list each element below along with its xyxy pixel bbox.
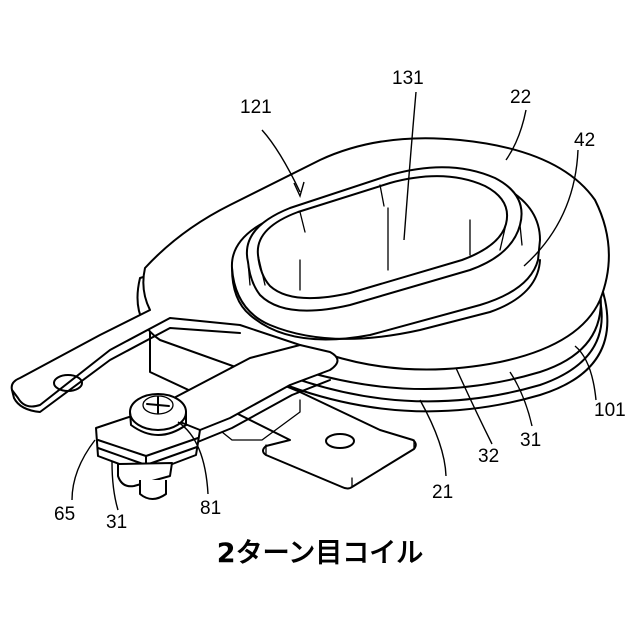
ref-81: 81 xyxy=(200,498,221,519)
ref-131: 131 xyxy=(392,68,424,89)
figure-caption: 2ターン目コイル xyxy=(0,531,640,570)
ref-32: 32 xyxy=(478,446,499,467)
ref-31-left: 31 xyxy=(106,512,127,533)
ref-101: 101 xyxy=(594,400,626,421)
leader-65 xyxy=(72,440,95,500)
ref-22: 22 xyxy=(510,87,531,108)
ref-31-right: 31 xyxy=(520,430,541,451)
ref-42: 42 xyxy=(574,130,595,151)
ref-21: 21 xyxy=(432,482,453,503)
ref-121: 121 xyxy=(240,97,272,118)
ref-65: 65 xyxy=(54,504,75,525)
screw-tip xyxy=(140,480,166,499)
